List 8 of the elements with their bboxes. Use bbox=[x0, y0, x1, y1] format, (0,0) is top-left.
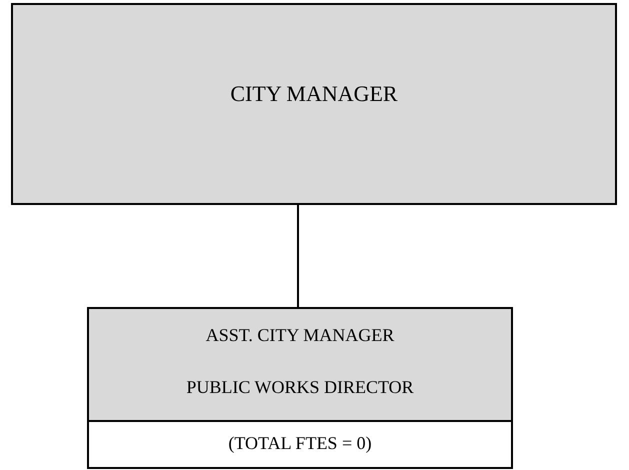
position-title: CITY MANAGER bbox=[229, 81, 399, 107]
org-box bbox=[87, 307, 513, 467]
position-title: ASST. CITY MANAGER bbox=[204, 325, 396, 346]
position-title: (TOTAL FTES = 0) bbox=[227, 433, 373, 454]
org-box-section bbox=[87, 420, 513, 469]
org-box bbox=[11, 3, 617, 205]
connector-line bbox=[297, 205, 299, 307]
position-title: PUBLIC WORKS DIRECTOR bbox=[185, 377, 415, 398]
